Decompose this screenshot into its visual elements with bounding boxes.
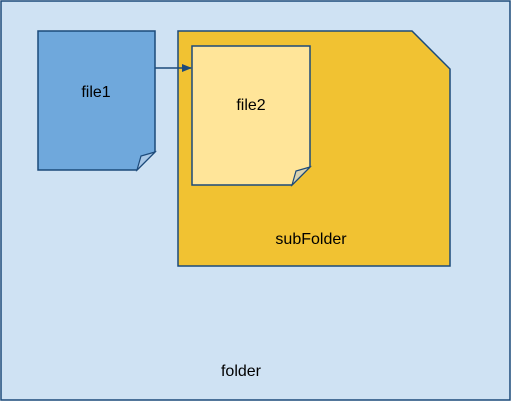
file2-shape bbox=[191, 45, 311, 186]
folder-label: folder bbox=[221, 363, 262, 380]
file2-label: file2 bbox=[236, 97, 265, 114]
file1-fold-corner bbox=[135, 150, 158, 173]
subfolder-label: subFolder bbox=[275, 231, 347, 248]
file2-fold-corner bbox=[290, 165, 313, 188]
file2-node[interactable]: file2 bbox=[191, 45, 313, 188]
file1-label: file1 bbox=[81, 84, 110, 101]
file1-node[interactable]: file1 bbox=[37, 30, 158, 173]
